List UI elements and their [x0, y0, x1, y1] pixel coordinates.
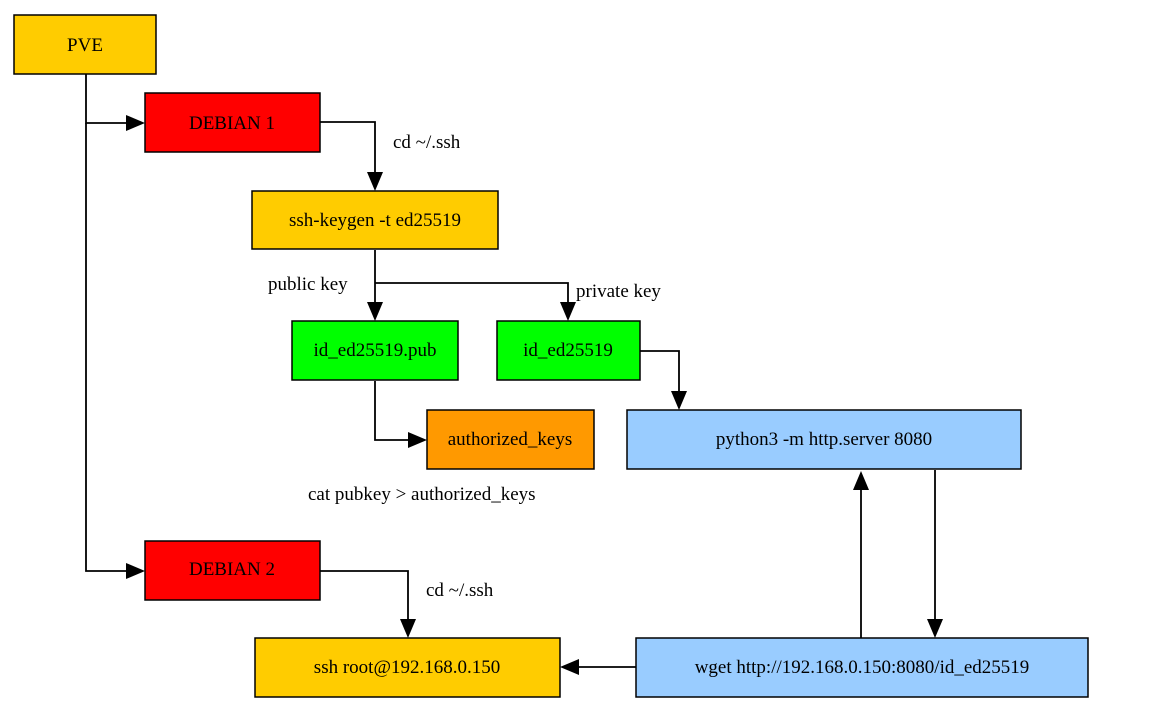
- edge-label-public-key: public key: [268, 274, 348, 295]
- edge-pve-debian2: [85, 123, 128, 572]
- edge-label-cd-ssh-1: cd ~/.ssh: [393, 132, 461, 153]
- node-pve: PVE: [13, 14, 157, 75]
- node-wget: wget http://192.168.0.150:8080/id_ed2551…: [635, 637, 1089, 698]
- node-box: [144, 92, 321, 153]
- node-sshroot: ssh root@192.168.0.150: [254, 637, 561, 698]
- node-box: [144, 540, 321, 601]
- edge-debian2-sshroot: [320, 570, 409, 621]
- node-debian2: DEBIAN 2: [144, 540, 321, 601]
- node-label: id_ed25519: [523, 340, 613, 361]
- node-label: authorized_keys: [448, 429, 573, 450]
- edge-keygen-privkey: [375, 282, 569, 304]
- edge-label-cd-ssh-2: cd ~/.ssh: [426, 580, 494, 601]
- node-box: [251, 190, 499, 250]
- edge-label-cat-pubkey: cat pubkey > authorized_keys: [308, 484, 536, 505]
- node-box: [626, 409, 1022, 470]
- node-label: ssh-keygen -t ed25519: [289, 210, 461, 231]
- arrow-head: [853, 471, 869, 490]
- node-label: PVE: [67, 35, 103, 56]
- edge-labels: cd ~/.ssh public key private key cat pub…: [268, 132, 661, 601]
- node-box: [254, 637, 561, 698]
- arrow-head: [126, 563, 145, 579]
- node-label: id_ed25519.pub: [314, 340, 437, 361]
- node-box: [13, 14, 157, 75]
- arrow-head: [400, 619, 416, 638]
- arrow-head: [408, 432, 427, 448]
- node-box: [291, 320, 459, 381]
- arrow-head: [671, 391, 687, 410]
- node-label: DEBIAN 2: [189, 559, 275, 580]
- edges: [85, 74, 943, 675]
- edge-pve-debian1: [85, 74, 128, 124]
- arrow-head: [367, 302, 383, 321]
- arrow-head: [927, 619, 943, 638]
- edge-privkey-httpserver: [640, 350, 680, 393]
- node-authkeys: authorized_keys: [426, 409, 595, 470]
- node-label: ssh root@192.168.0.150: [314, 657, 500, 678]
- arrow-head: [560, 302, 576, 321]
- node-pubkey: id_ed25519.pub: [291, 320, 459, 381]
- edge-pubkey-authkeys: [374, 381, 410, 441]
- node-label: DEBIAN 1: [189, 113, 275, 134]
- arrow-head: [367, 172, 383, 191]
- node-privkey: id_ed25519: [496, 320, 641, 381]
- node-box: [426, 409, 595, 470]
- node-httpserver: python3 -m http.server 8080: [626, 409, 1022, 470]
- node-box: [635, 637, 1089, 698]
- node-label: python3 -m http.server 8080: [716, 429, 932, 450]
- node-debian1: DEBIAN 1: [144, 92, 321, 153]
- edge-label-private-key: private key: [576, 281, 661, 302]
- node-label: wget http://192.168.0.150:8080/id_ed2551…: [695, 657, 1030, 678]
- node-keygen: ssh-keygen -t ed25519: [251, 190, 499, 250]
- arrow-head: [126, 115, 145, 131]
- arrow-head: [560, 659, 579, 675]
- edge-debian1-keygen: [320, 121, 376, 174]
- node-box: [496, 320, 641, 381]
